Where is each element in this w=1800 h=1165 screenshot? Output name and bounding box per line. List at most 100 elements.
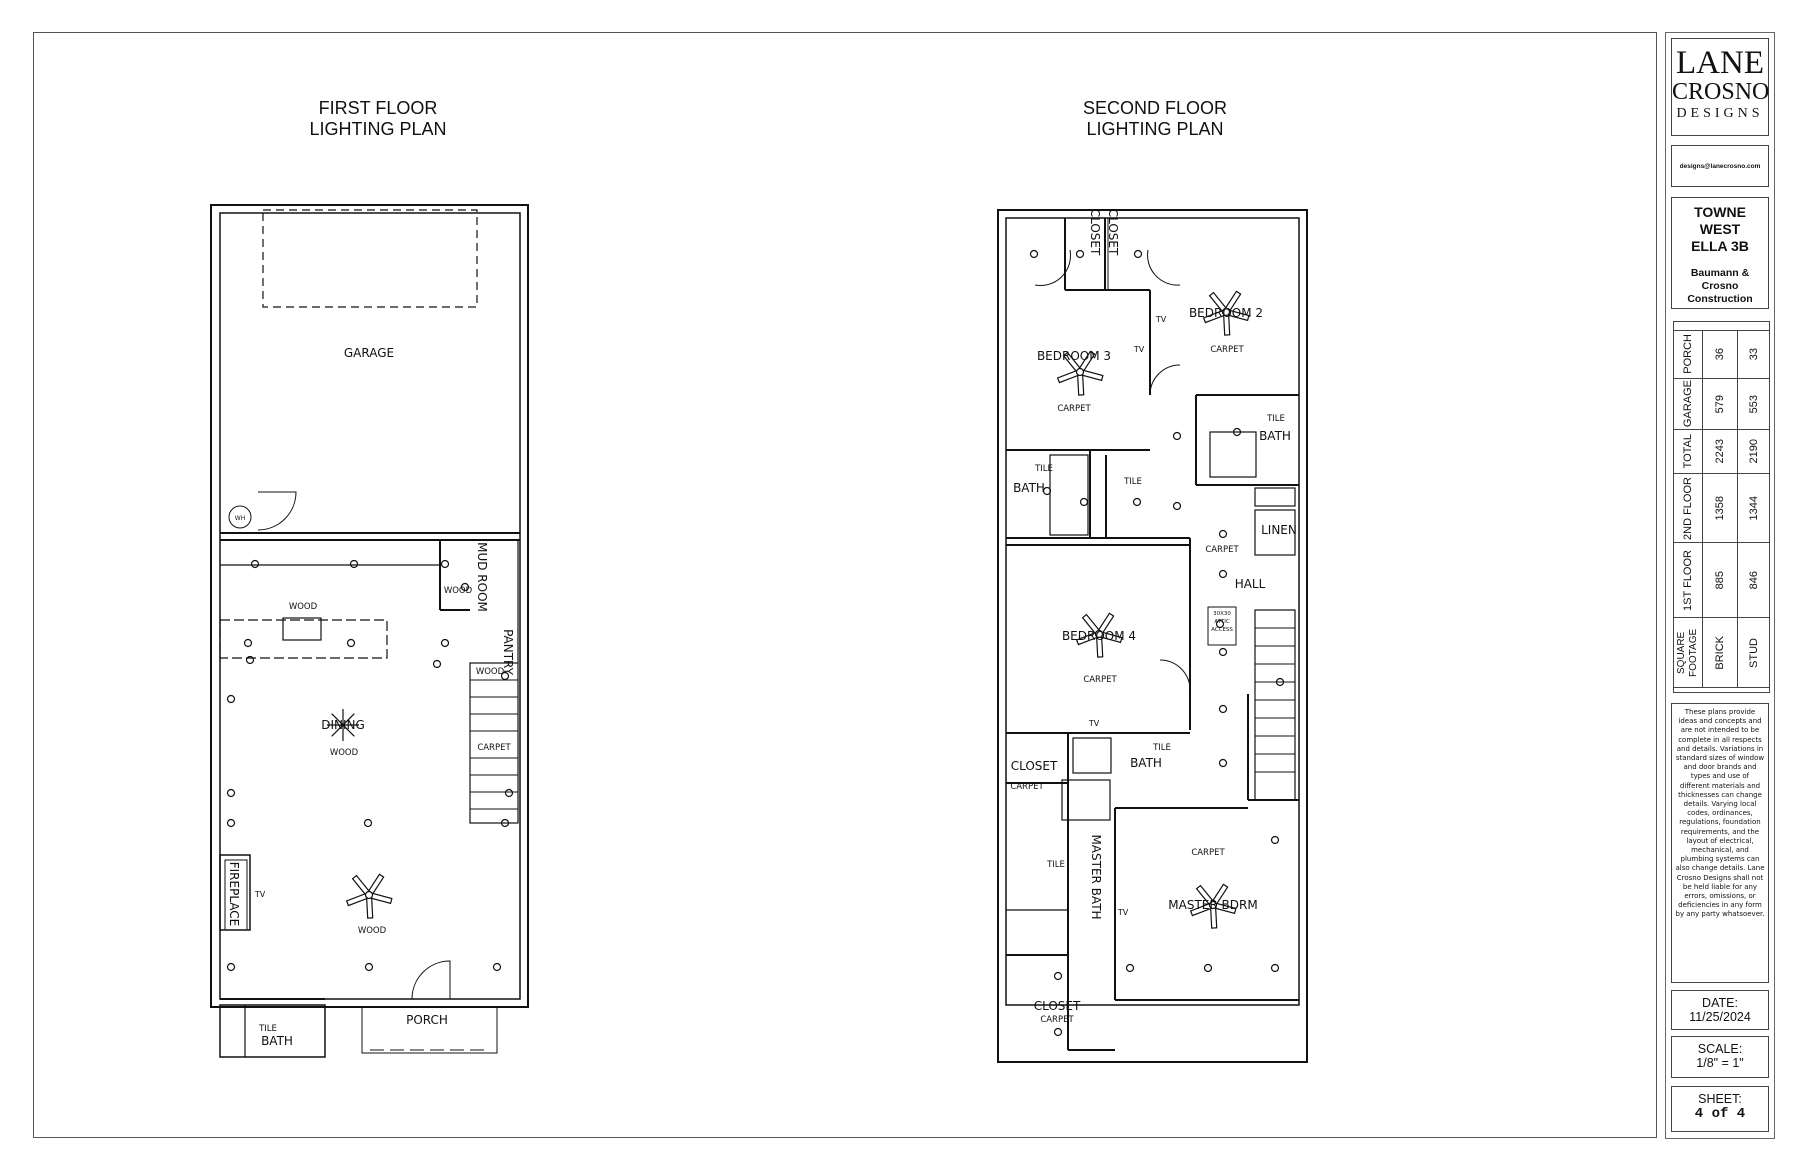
sqft-cell-header-stud: STUD — [1738, 618, 1769, 688]
floor-tag-bath-right: TILE — [1266, 414, 1285, 424]
sqft-cell-1st-floor-stud: 846 — [1738, 543, 1769, 618]
sqft-cell-garage-label: GARAGE — [1674, 379, 1703, 430]
sqft-text: GARAGE — [1682, 380, 1694, 428]
sqft-text: 33 — [1747, 347, 1760, 361]
room-label-porch: PORCH — [406, 1013, 448, 1027]
light-fixture — [364, 962, 374, 972]
ceiling-fan-icon — [345, 873, 393, 919]
room-label-dining: DINING — [321, 718, 365, 732]
sqft-text: 2243 — [1714, 439, 1726, 464]
floor-tag-bedroom-2: CARPET — [1210, 345, 1244, 355]
room-label-closet-d: CLOSET — [1034, 999, 1081, 1013]
sqft-cell-2nd-floor-brick: 1358 — [1703, 474, 1738, 543]
light-fixture — [1172, 431, 1182, 441]
floor-tag-closet-d: CARPET — [1040, 1015, 1074, 1025]
light-fixture — [1079, 497, 1089, 507]
builder-line3: Construction — [1687, 293, 1753, 305]
second-floor-walls — [997, 209, 1308, 1063]
sqft-cell-total-brick: 2243 — [1703, 430, 1738, 474]
light-fixture — [492, 962, 502, 972]
room-label-closet-a: CLOSET — [1088, 209, 1102, 256]
sqft-text: TOTAL — [1682, 434, 1694, 469]
room-label-linen: LINEN — [1261, 523, 1297, 537]
light-fixture — [460, 582, 470, 592]
light-fixture — [1218, 758, 1228, 768]
sheet-value: 4 of 4 — [1694, 1106, 1746, 1122]
sqft-text: 553 — [1747, 394, 1760, 414]
light-fixture — [1053, 1027, 1063, 1037]
tv-label-master: TV — [1117, 908, 1129, 917]
ceiling-fan-icon — [1202, 290, 1250, 336]
light-fixture — [363, 818, 373, 828]
floor-tag-bedroom-4: CARPET — [1083, 675, 1117, 685]
tv-label: TV — [254, 890, 266, 899]
ceiling-fans — [327, 290, 1250, 929]
room-label-bath-left: BATH — [1013, 481, 1045, 495]
floor-tag-stairs: CARPET — [477, 743, 511, 753]
project-box: TOWNE WEST ELLA 3B Baumann & Crosno Cons… — [1671, 197, 1769, 309]
floor-tag-mud-room: WOOD — [444, 586, 473, 596]
light-fixture — [432, 659, 442, 669]
light-fixture — [440, 559, 450, 569]
sheet-box: SHEET: 4 of 4 — [1671, 1086, 1769, 1132]
room-label-pantry: PANTRY — [501, 629, 515, 676]
light-fixture — [500, 818, 510, 828]
light-fixture — [1203, 963, 1213, 973]
email: designs@lanecrosno.com — [1679, 163, 1761, 170]
light-fixture — [1232, 427, 1242, 437]
sqft-cell-porch-brick: 36 — [1703, 330, 1738, 379]
scale-value: 1/8" = 1" — [1696, 1056, 1744, 1070]
room-label-closet-b: CLOSET — [1106, 209, 1120, 256]
floor-tag-bath-center: TILE — [1123, 477, 1142, 487]
first-floor-title: FIRST FLOOR LIGHTING PLAN — [248, 98, 508, 140]
sqft-text: PORCH — [1682, 334, 1694, 374]
chandelier-icon — [327, 709, 359, 741]
light-fixture — [349, 559, 359, 569]
light-fixture — [226, 694, 236, 704]
room-label-garage: GARAGE — [344, 346, 394, 360]
room-label-mud-room: MUD ROOM — [475, 542, 489, 612]
room-label-fireplace: FIREPLACE — [227, 862, 241, 927]
light-fixture — [1270, 835, 1280, 845]
first-floor-title-line1: FIRST FLOOR — [318, 98, 438, 118]
sqft-cell-2nd-floor-label: 2ND FLOOR — [1674, 474, 1703, 543]
sqft-text: STUD — [1747, 637, 1760, 668]
disclaimer: These plans provide ideas and concepts a… — [1671, 703, 1769, 983]
project-line1: TOWNE — [1694, 204, 1746, 220]
date-value: 11/25/2024 — [1689, 1010, 1751, 1024]
ceiling-fan-icon — [1075, 612, 1123, 658]
email-box: designs@lanecrosno.com — [1671, 145, 1769, 187]
light-fixture — [250, 559, 260, 569]
sqft-cell-1st-floor-brick: 885 — [1703, 543, 1738, 618]
first-floor-title-line2: LIGHTING PLAN — [309, 119, 447, 139]
floor-tag-master-bath: TILE — [1046, 860, 1065, 870]
floor-tag-pantry: WOOD — [476, 667, 505, 677]
light-fixture — [1270, 963, 1280, 973]
sqft-cell-header-label: SQUARE FOOTAGE — [1674, 618, 1703, 688]
floor-tag-hall: CARPET — [1205, 545, 1239, 555]
builder-line1: Baumann & — [1690, 267, 1750, 279]
project-line3: ELLA 3B — [1691, 238, 1749, 254]
room-label-bedroom-4: BEDROOM 4 — [1062, 629, 1136, 643]
sheet-label: SHEET: — [1698, 1092, 1742, 1106]
light-fixture — [1218, 529, 1228, 539]
scale-label: SCALE: — [1697, 1042, 1743, 1056]
sqft-cell-garage-stud: 553 — [1738, 379, 1769, 430]
sqft-cell-total-stud: 2190 — [1738, 430, 1769, 474]
light-fixture — [226, 788, 236, 798]
light-fixture — [1218, 647, 1228, 657]
sqft-text: 36 — [1714, 347, 1726, 361]
project-line2: WEST — [1699, 221, 1741, 237]
room-label-bedroom-2: BEDROOM 2 — [1189, 306, 1263, 320]
room-label-master-bdrm: MASTER BDRM — [1168, 898, 1257, 912]
light-fixture — [346, 638, 356, 648]
builder-line2: Crosno — [1701, 280, 1739, 292]
sqft-cell-porch-label: PORCH — [1674, 330, 1703, 379]
date-label: DATE: — [1702, 996, 1738, 1010]
light-fixture — [226, 962, 236, 972]
table-divider — [1674, 322, 1769, 331]
sqft-cell-1st-floor-label: 1ST FLOOR — [1674, 543, 1703, 618]
room-label-hall: HALL — [1235, 577, 1266, 591]
sqft-cell-header-brick: BRICK — [1703, 618, 1738, 688]
sqft-text: 1344 — [1747, 495, 1760, 521]
